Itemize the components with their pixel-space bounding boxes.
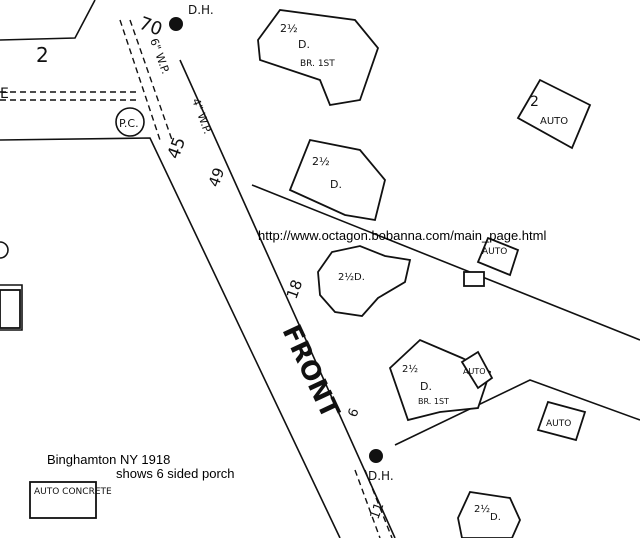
svg-text:D.: D. [298,38,310,51]
water-pipe-horizontal [0,91,140,101]
svg-text:AUTO: AUTO [540,116,568,127]
building: AUTO [460,350,494,390]
caption-line-1: Binghamton NY 1918 [47,452,171,467]
building: 2½ D. [288,138,386,222]
svg-text:2½: 2½ [402,363,418,375]
property-line-1 [251,184,640,341]
building: AUTO CONCRETE [29,481,112,519]
edge-marker-icon [0,241,9,259]
svg-text:D.: D. [330,178,342,191]
water-pipe-diagonal-1 [119,19,161,141]
pipe-label: 4" W.P. [189,97,214,136]
svg-text:2: 2 [530,94,539,110]
street-edge-right [179,59,396,538]
svg-text:2½: 2½ [312,155,330,168]
svg-text:AUTO CONCRETE: AUTO CONCRETE [34,487,112,497]
house-number: 18 [283,277,306,301]
svg-text:AUTO: AUTO [546,419,571,429]
hydrant-icon [369,449,383,463]
svg-text:D.: D. [354,272,365,283]
svg-text:BR. 1ST: BR. 1ST [418,397,449,406]
street-name: FRONT [276,320,345,423]
hydrant-icon [169,17,183,31]
street-edge-left [0,137,341,538]
svg-text:D.: D. [420,380,432,393]
house-number: 45 [164,135,190,162]
svg-text:AUTO: AUTO [463,367,486,376]
source-url[interactable]: http://www.octagon.bobanna.com/main_page… [258,228,547,243]
svg-text:2½: 2½ [338,271,354,283]
water-pipe-diagonal-2 [129,19,173,141]
house-number: 49 [205,165,228,189]
left-edge-block [0,284,23,331]
building: AUTO [463,236,520,287]
building: 2½ D. BR. 1ST [257,9,380,107]
building-partial [0,289,21,329]
block-number: 2 [36,43,49,67]
hydrant-label: D.H. [188,3,214,17]
building: 2 AUTO [516,78,592,150]
house-number: 70 [136,13,165,41]
building-octagon: 2½ D. [317,245,412,317]
hydrant-label: D.H. [368,469,394,483]
svg-text:BR. 1ST: BR. 1ST [300,59,335,69]
fire-marker-label: P.C. [119,117,139,130]
water-pipe-lower [354,469,393,538]
building: AUTO [536,400,587,442]
building: 2½ D. [457,491,521,538]
house-number: 11 [368,501,388,522]
property-line-2 [394,379,640,446]
svg-text:AUTO: AUTO [482,247,507,257]
block-outline-top-left [0,0,96,41]
house-number: 6 [346,406,363,419]
svg-text:2½: 2½ [474,503,490,515]
svg-text:2½: 2½ [280,22,298,35]
svg-text:D.: D. [490,512,501,523]
fire-marker-icon [115,107,145,137]
edge-label: E [0,86,9,102]
pipe-label: 6" W.P. [147,37,172,76]
caption-line-2: shows 6 sided porch [116,466,235,481]
